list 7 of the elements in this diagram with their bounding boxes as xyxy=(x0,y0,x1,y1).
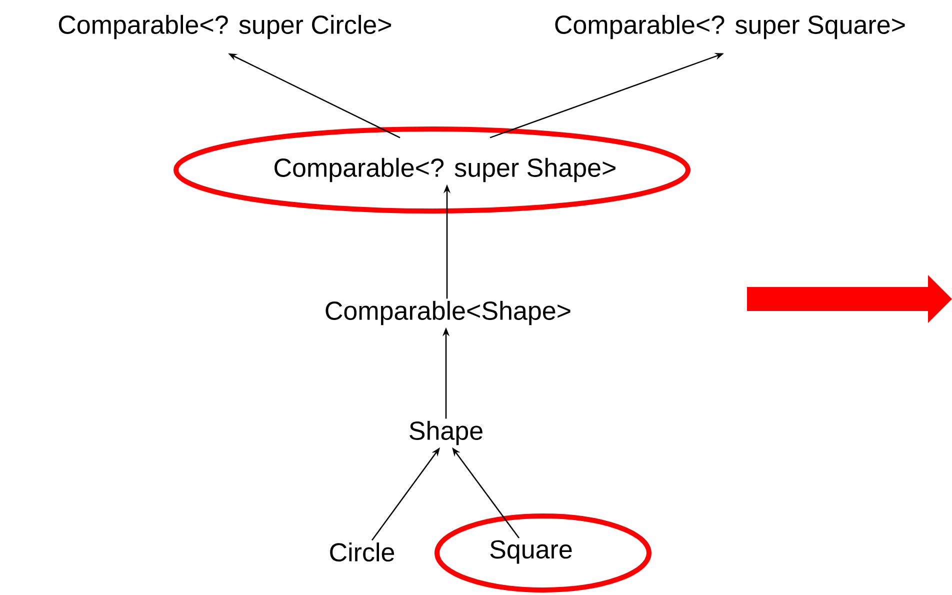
node-label: Square xyxy=(490,540,572,564)
node-label: Comparable<? super Shape> xyxy=(274,158,616,182)
node-label: Comparable<Shape> xyxy=(326,300,570,326)
node-label: Comparable<? super Square> xyxy=(555,14,905,40)
node-label: Shape xyxy=(410,420,482,446)
node-label: Comparable<? super Circle> xyxy=(58,14,392,40)
node-label: Circle xyxy=(330,542,394,562)
